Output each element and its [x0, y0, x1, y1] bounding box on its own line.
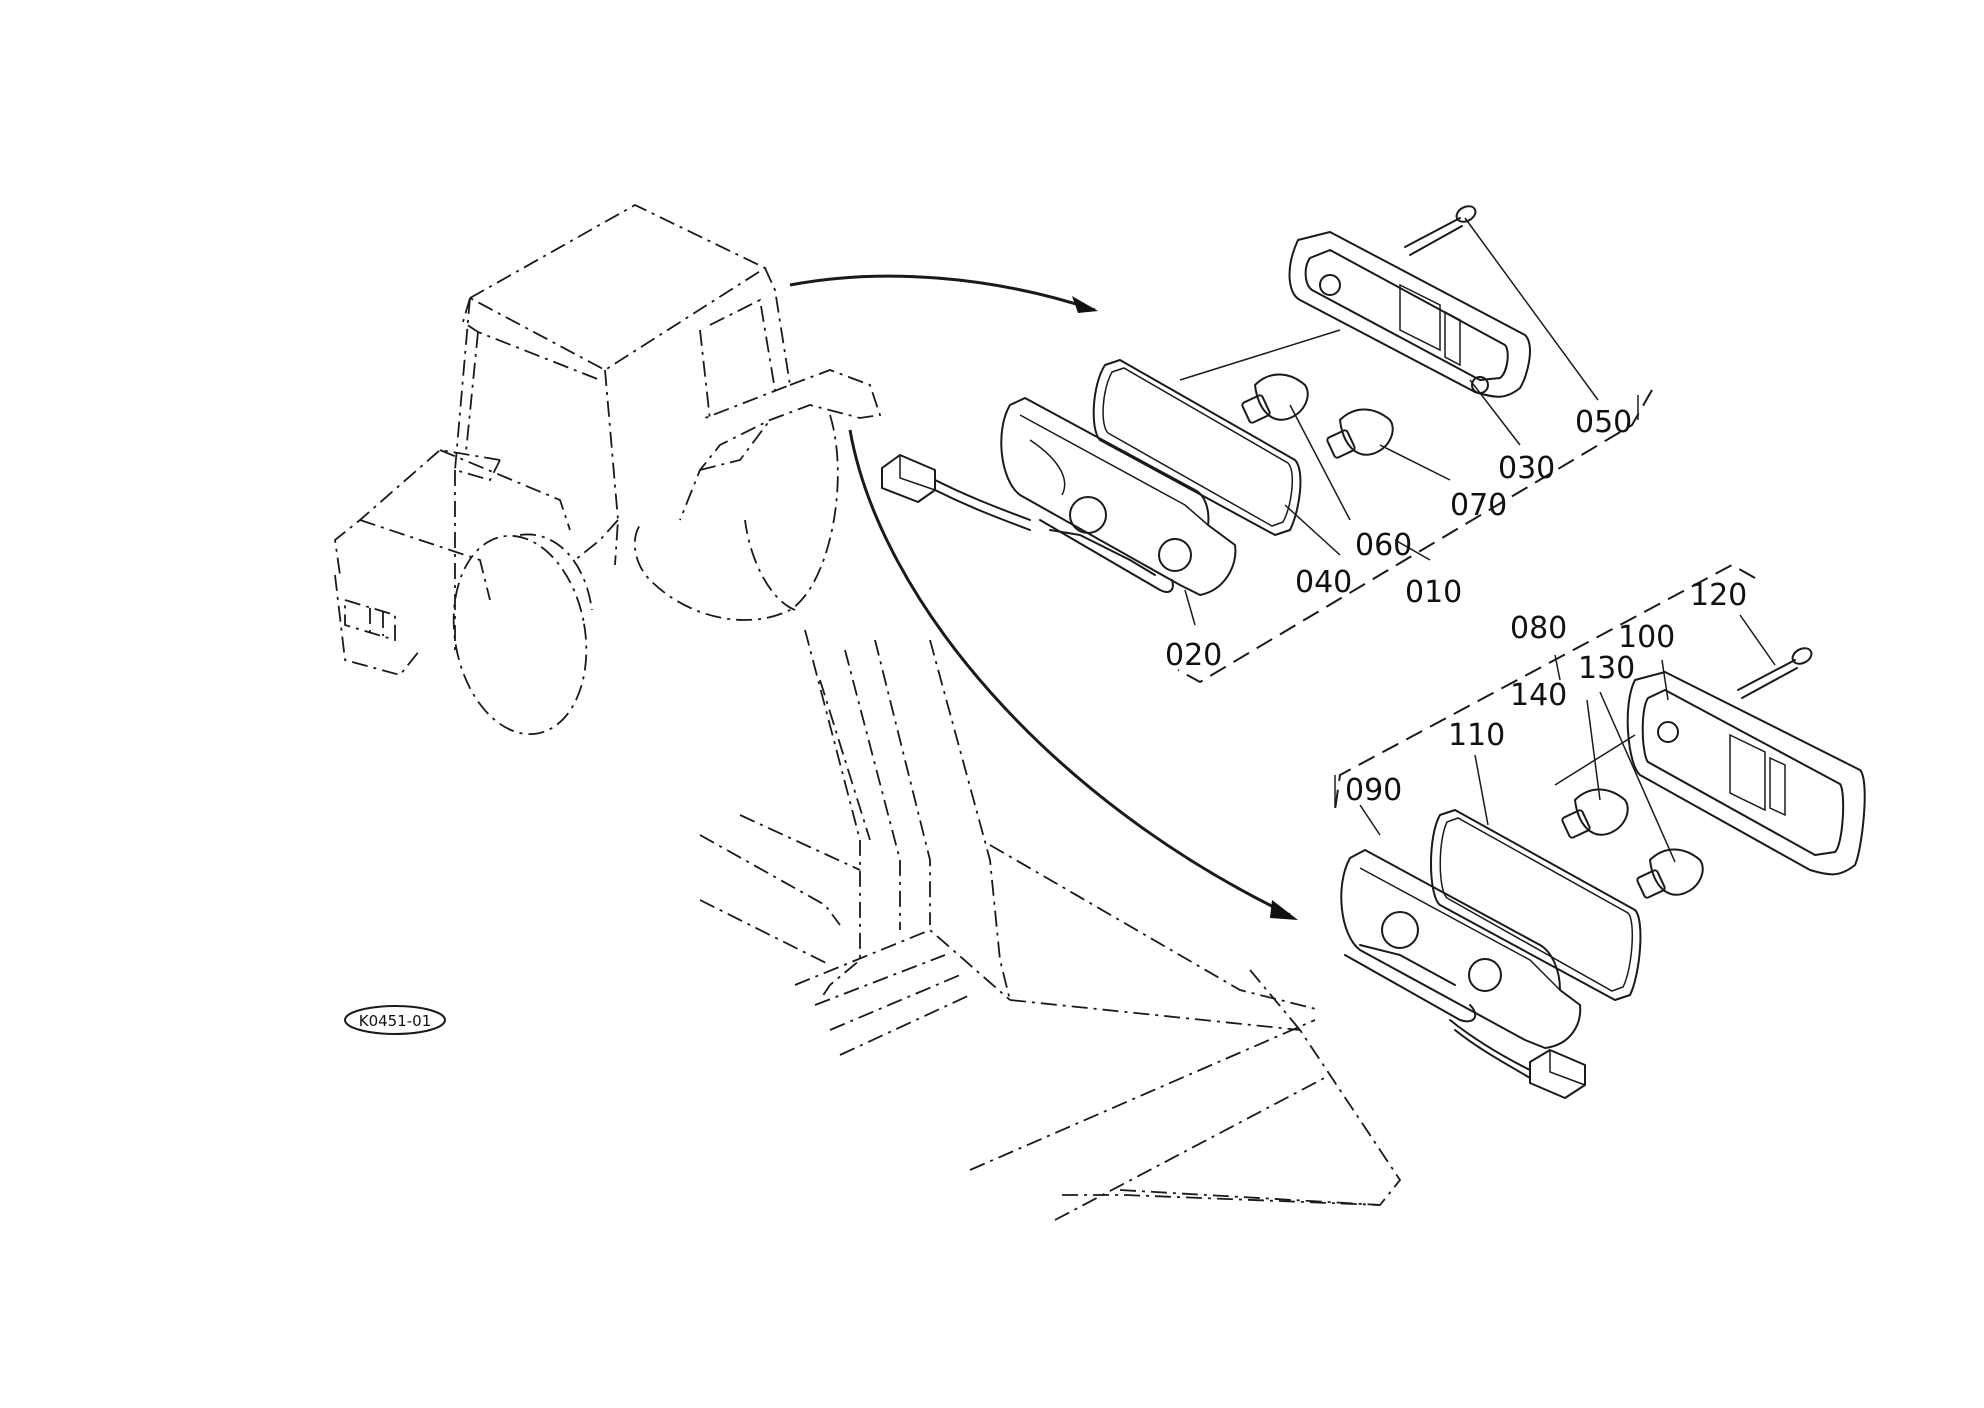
bulb-060	[1241, 373, 1309, 424]
lamp-housing-030	[1288, 231, 1531, 398]
assembly-bracket-010	[1177, 389, 1653, 684]
callout-010: 010	[1405, 575, 1462, 610]
lamp-base-020	[1000, 397, 1237, 596]
callout-030: 030	[1498, 451, 1555, 486]
callout-080: 080	[1510, 611, 1567, 646]
location-arrows	[789, 274, 1298, 920]
lower-lamp-assembly	[1334, 563, 1866, 1099]
callout-100: 100	[1618, 620, 1675, 655]
callout-labels: 050 030 070 060 040 010 020 080 120 100 …	[1165, 395, 1747, 808]
lamp-base-090	[1340, 849, 1582, 1049]
wire-harness-connector-lower	[1449, 1019, 1586, 1099]
callout-040: 040	[1295, 565, 1352, 600]
bulb-140	[1561, 788, 1629, 839]
callout-120: 120	[1690, 578, 1747, 613]
callout-020: 020	[1165, 638, 1222, 673]
gasket-110	[1430, 809, 1642, 1001]
callout-070: 070	[1450, 488, 1507, 523]
callout-090: 090	[1345, 773, 1402, 808]
lamp-housing-100	[1626, 671, 1866, 876]
tractor-outline	[334, 203, 882, 736]
leader-lines	[1179, 217, 1776, 863]
upper-lamp-assembly	[881, 205, 1653, 684]
bulb-070	[1326, 408, 1394, 459]
drawing-code: K0451-01	[359, 1012, 432, 1030]
drawing-code-stamp: K0451-01	[344, 1005, 446, 1035]
bulb-130	[1636, 848, 1704, 899]
callout-140: 140	[1510, 678, 1567, 713]
wire-harness-connector	[881, 454, 1031, 531]
screw-050	[1404, 205, 1477, 256]
assembly-bracket-080	[1334, 563, 1756, 811]
callout-130: 130	[1578, 651, 1635, 686]
screw-120	[1737, 647, 1813, 699]
callout-050: 050	[1575, 405, 1632, 440]
cab-rear-corner-outline	[699, 629, 1402, 1221]
callout-110: 110	[1448, 718, 1505, 753]
gasket-040	[1092, 359, 1302, 536]
callout-060: 060	[1355, 528, 1412, 563]
